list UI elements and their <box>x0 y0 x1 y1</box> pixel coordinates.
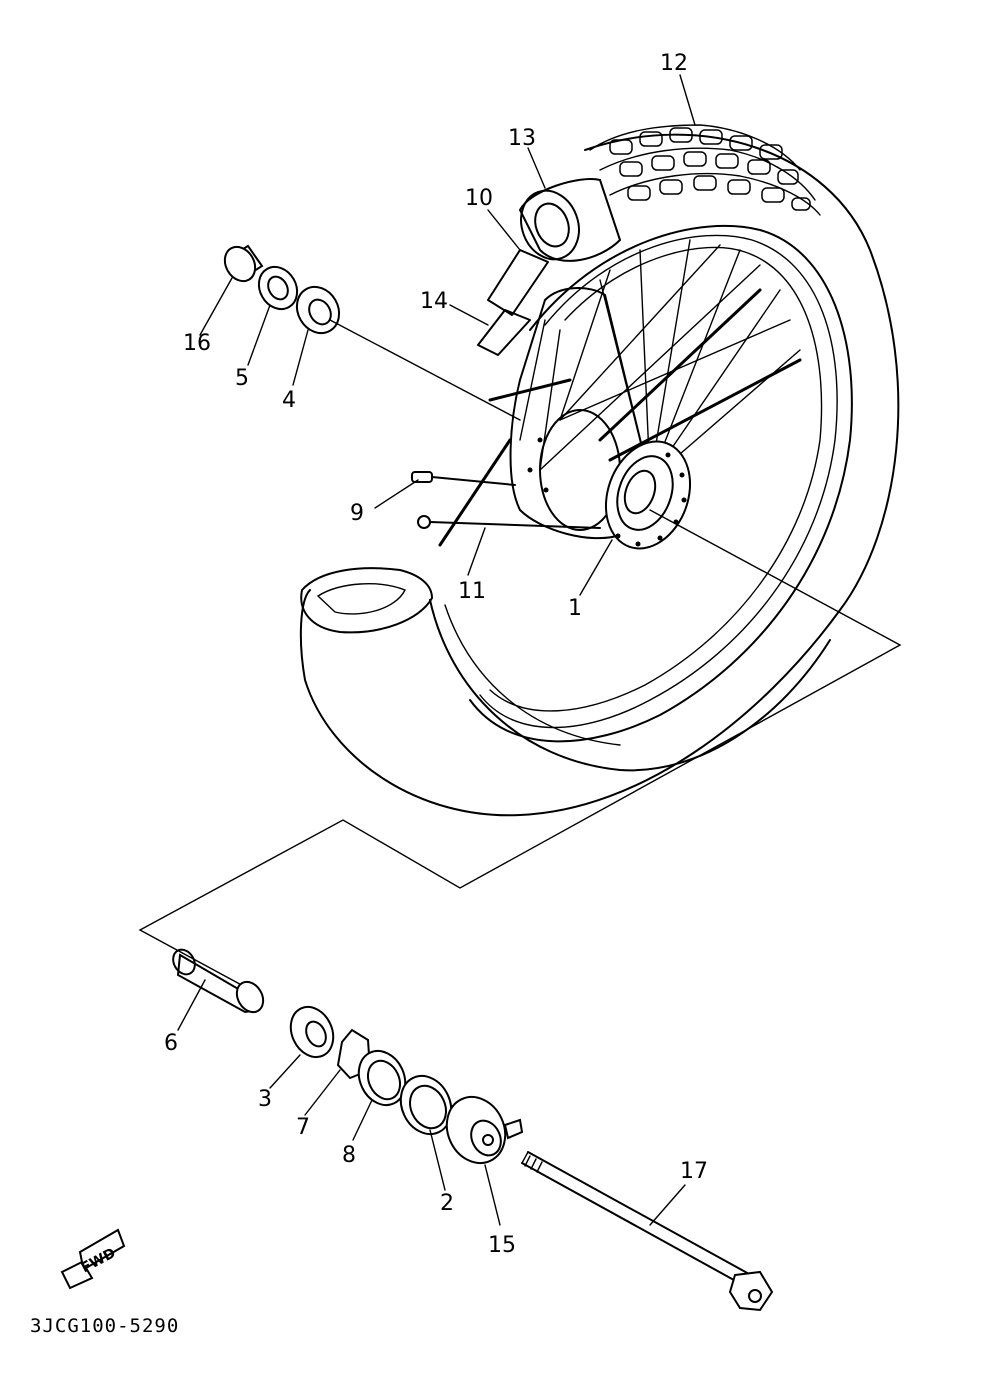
collar-16 <box>223 244 264 283</box>
label-16: 16 <box>183 331 211 356</box>
spoke-9 <box>411 471 516 486</box>
rim-band <box>477 249 549 356</box>
bearing-4 <box>295 285 341 335</box>
tread-pattern <box>609 127 811 211</box>
part-labels: 12 13 10 14 16 5 4 9 11 1 6 3 7 8 2 15 1… <box>164 51 708 1258</box>
label-11: 11 <box>458 579 486 604</box>
label-1: 1 <box>568 596 582 621</box>
alignment-lines <box>138 319 902 996</box>
retainer-8 <box>357 1049 407 1107</box>
tire <box>299 124 900 817</box>
oil-seal-2 <box>399 1074 453 1136</box>
label-15: 15 <box>488 1233 516 1258</box>
label-13: 13 <box>508 126 536 151</box>
diagram-code: 3JCG100-5290 <box>30 1315 179 1337</box>
label-14: 14 <box>420 289 448 314</box>
fwd-arrow-icon: FWD <box>60 1228 126 1290</box>
label-12: 12 <box>660 51 688 76</box>
spokes <box>438 239 802 547</box>
tube-section <box>518 178 622 262</box>
label-3: 3 <box>258 1087 272 1112</box>
label-6: 6 <box>164 1031 178 1056</box>
axle-17 <box>521 1151 774 1312</box>
label-5: 5 <box>235 366 249 391</box>
label-2: 2 <box>440 1191 454 1216</box>
label-9: 9 <box>350 501 364 526</box>
bearing-3 <box>289 1005 335 1059</box>
leader-lines <box>177 74 696 1226</box>
label-4: 4 <box>282 388 296 413</box>
oil-seal-5 <box>257 265 299 311</box>
meter-gear-15 <box>445 1095 524 1165</box>
label-7: 7 <box>296 1115 310 1140</box>
label-10: 10 <box>465 186 493 211</box>
label-8: 8 <box>342 1143 356 1168</box>
spoke-11 <box>417 515 601 529</box>
hub <box>509 287 692 550</box>
label-17: 17 <box>680 1159 708 1184</box>
spacer-6 <box>172 948 265 1014</box>
